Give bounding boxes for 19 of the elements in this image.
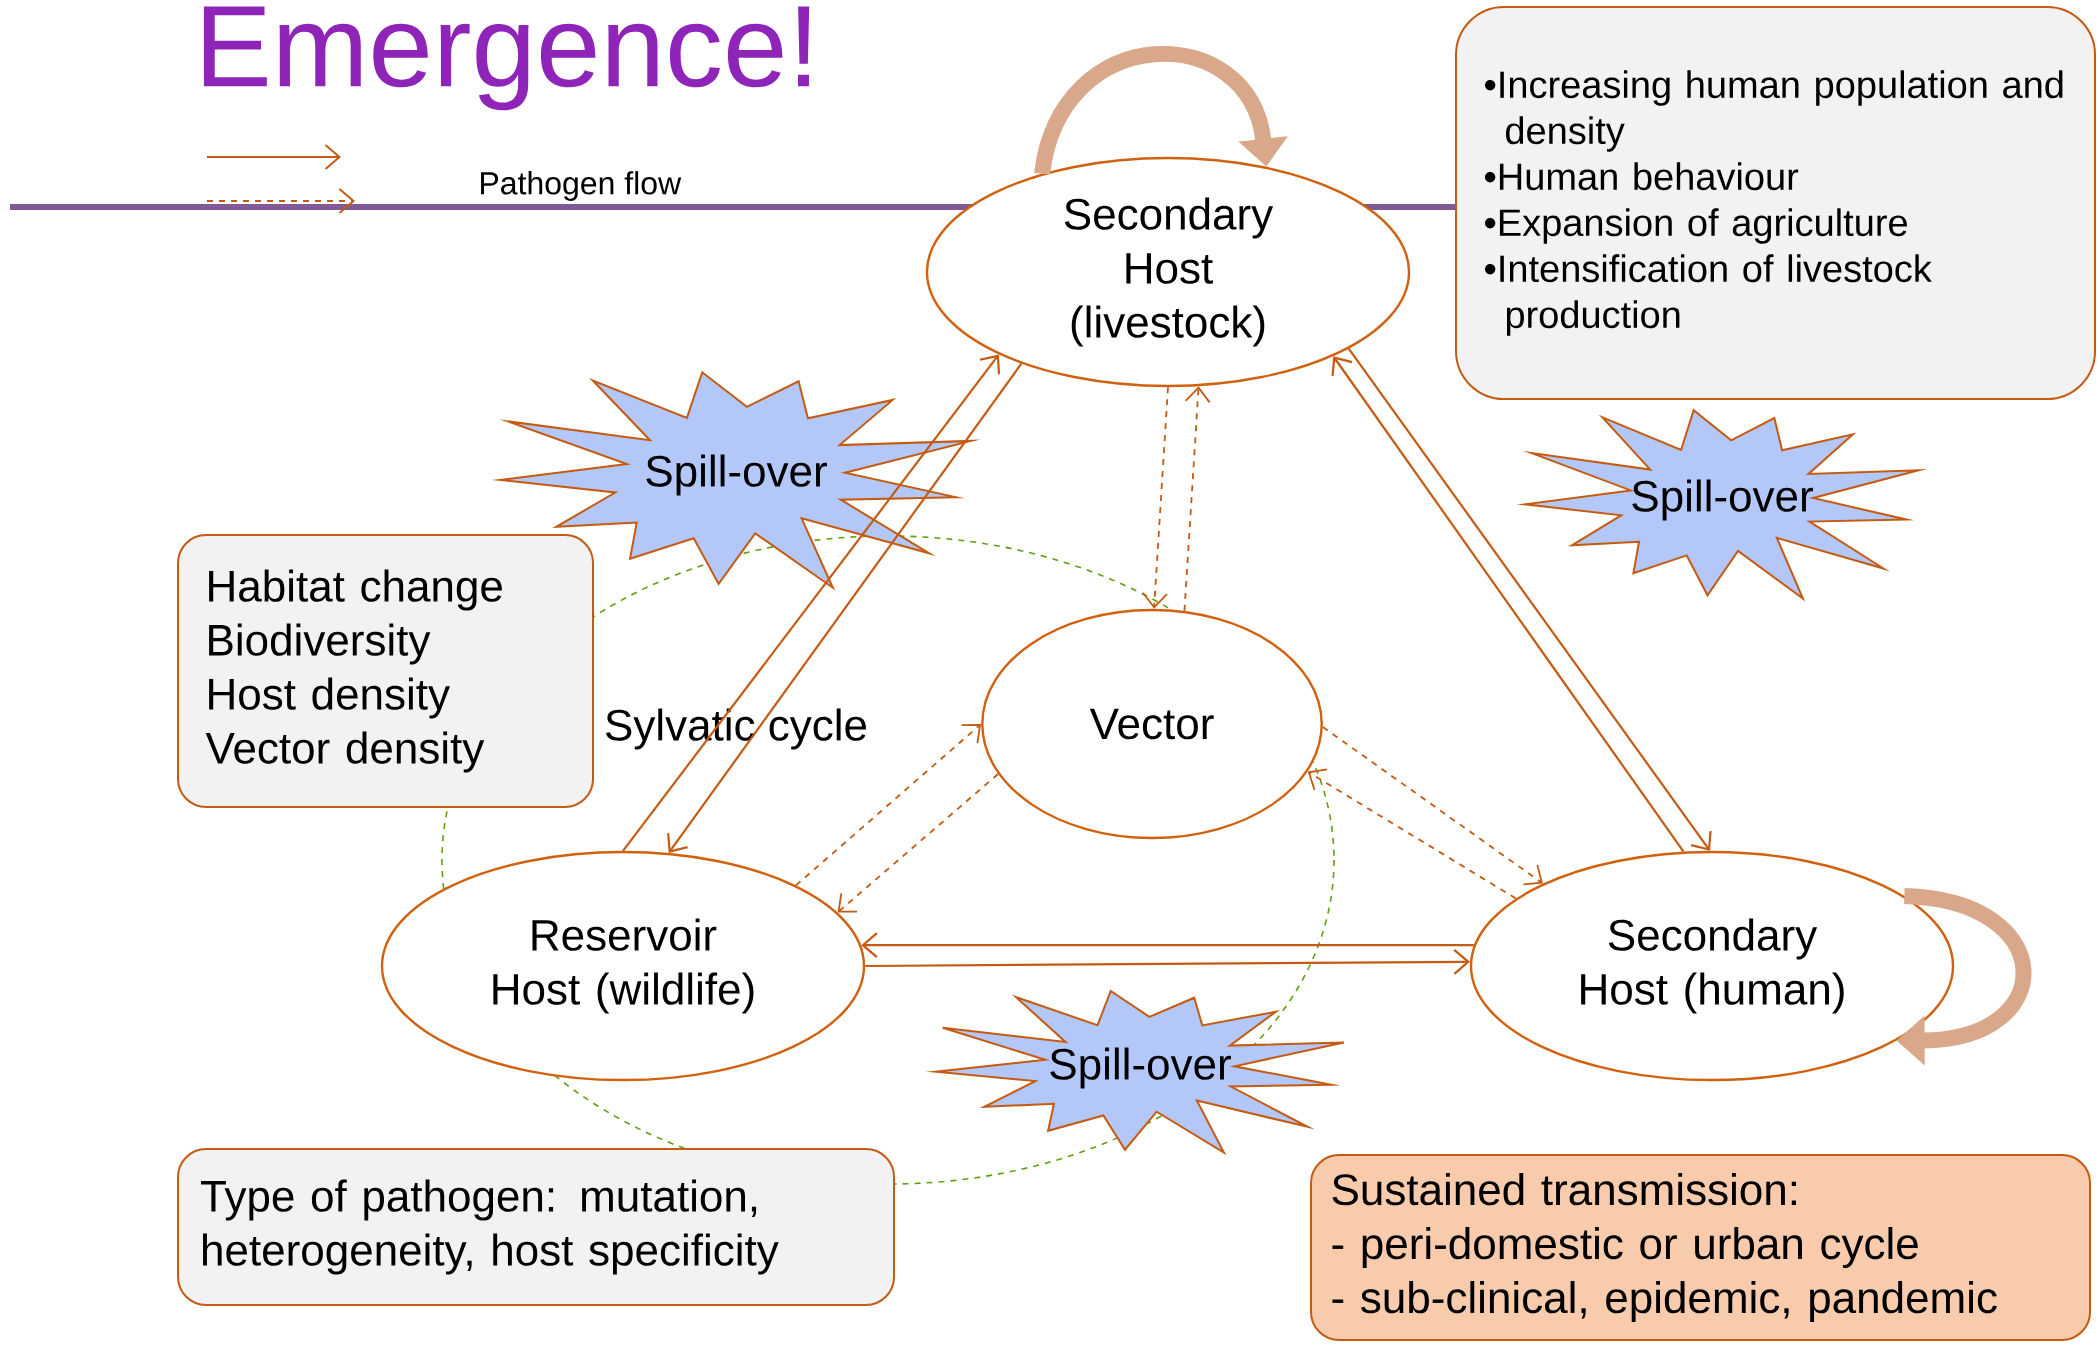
flow-arrow [861, 932, 1474, 958]
spill-over-starburst: Spill-over [1516, 408, 1928, 602]
factor-box: Type of pathogen: mutation, heterogeneity, host specificity [177, 1148, 895, 1306]
spill-over-starburst: Spill-over [925, 989, 1345, 1156]
title: Emergence! [203, 6, 810, 111]
factor-box: Habitat change Biodiversity Host density Vector density [177, 534, 594, 808]
flow-arrow [1321, 726, 1543, 886]
flow-arrow [667, 363, 1023, 853]
flow-arrow [1307, 768, 1517, 900]
loop-arrow [1034, 46, 1288, 176]
flow-arrow [1183, 386, 1211, 612]
flow-arrow [795, 724, 982, 887]
flow-arrow [622, 354, 1001, 852]
factor-box: Sustained transmission: - peri-domestic or urban cycle - sub-clinical, epidemic, pandemic [1310, 1154, 2091, 1341]
flow-arrow [837, 773, 999, 913]
flow-arrow [865, 949, 1470, 975]
factor-box: •Increasing human population and density •Human behaviour •Expansion of agriculture •Intensification of livestock production [1455, 6, 2096, 400]
flow-arrow [1142, 386, 1169, 609]
legend-label: Pathogen flow [481, 171, 682, 201]
